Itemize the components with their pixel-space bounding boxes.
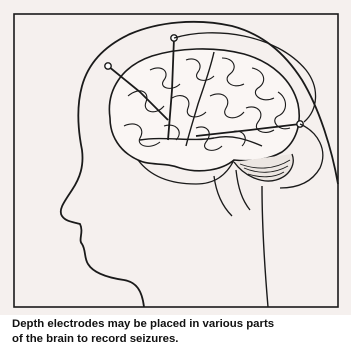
neck-line xyxy=(262,186,268,307)
brain-electrode-illustration xyxy=(0,0,351,315)
illustration-panel xyxy=(0,0,351,315)
caption-line-1: Depth electrodes may be placed in variou… xyxy=(12,317,348,332)
brain-outline xyxy=(109,49,299,171)
electrode-front-entry xyxy=(105,63,111,69)
caption-line-2: of the brain to record seizures. xyxy=(12,332,348,347)
figure-caption: Depth electrodes may be placed in variou… xyxy=(12,317,348,347)
